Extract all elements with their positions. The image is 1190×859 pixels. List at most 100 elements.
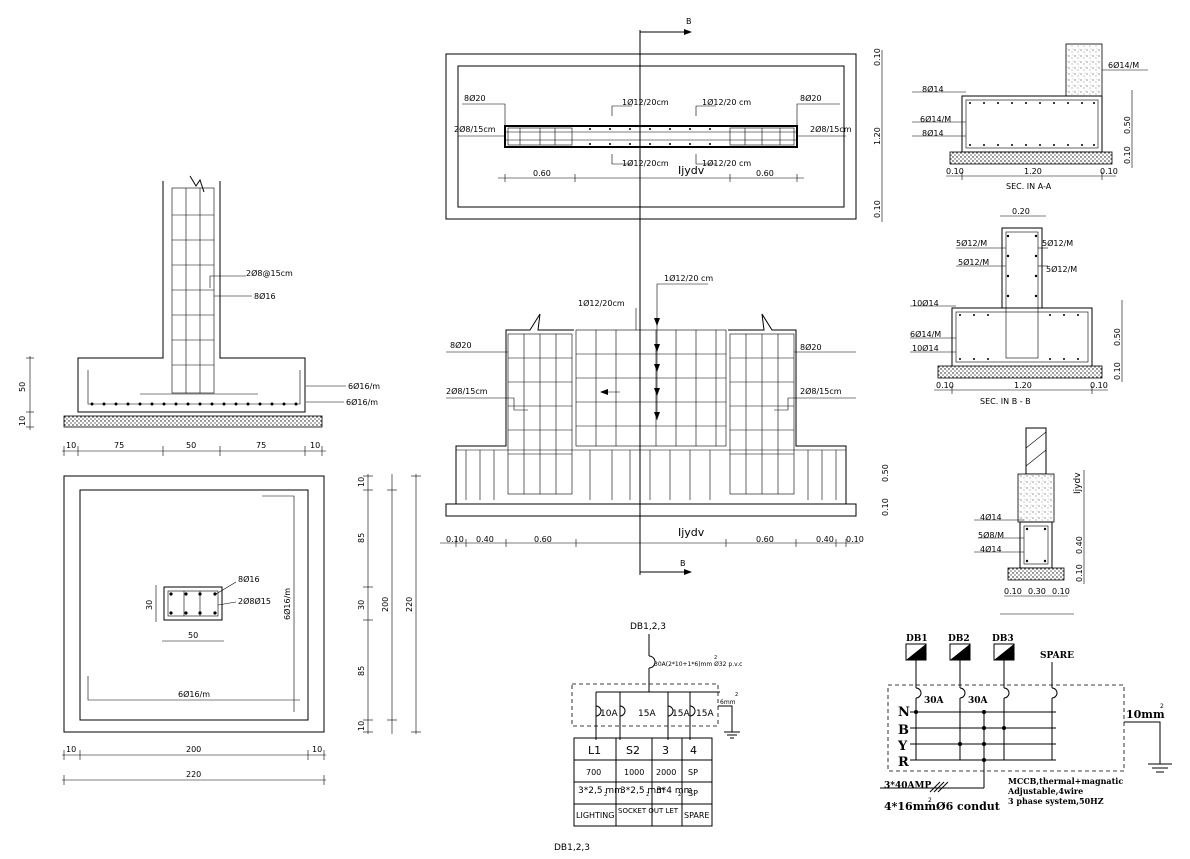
small-a: 4Ø14: [980, 512, 1002, 522]
tbl-h1: L1: [588, 744, 601, 757]
small-vdim-c: 0.40: [1075, 536, 1084, 554]
be-top-b: 1Ø12/20cm: [578, 298, 625, 308]
tbl-r1c1: 700: [586, 768, 601, 777]
be-dim-6: 0.10: [846, 535, 864, 544]
tbl-r1c2: 1000: [624, 768, 644, 777]
plan-label-bars-x: 6Ø16/m: [178, 689, 210, 699]
section-small: 4Ø14 5Ø8/M 4Ø14 Ijydv 0.10 0.30 0.10 0.5…: [881, 427, 1085, 615]
plan-dim-200: 200: [186, 745, 201, 754]
bb-dim-b: 1.20: [1014, 381, 1032, 390]
bb-title: SEC. IN B - B: [980, 397, 1031, 406]
tbl-r1c4: SP: [688, 768, 698, 777]
small-dim-a: 0.10: [1004, 587, 1022, 596]
plan-dim-10a: 10: [66, 745, 76, 754]
be-right-stir: 2Ø8/15cm: [800, 386, 842, 396]
aa-dim-a: 0.10: [946, 167, 964, 176]
db-breaker-4: 15A: [696, 709, 714, 719]
be-left-stir: 2Ø8/15cm: [446, 386, 488, 396]
section-mark-top: B: [686, 17, 692, 26]
blinding-layer: [63, 415, 323, 428]
board-db3: DB3: [992, 634, 1014, 644]
section-mark-bottom: B: [680, 559, 686, 568]
phase-b: B: [898, 723, 909, 738]
plan-rdim-220: 220: [405, 597, 414, 612]
plan-rdim-85a: 85: [357, 533, 366, 543]
column-cage: [171, 187, 215, 394]
section-bb: 0.20 5Ø12/M 5Ø12/M 5Ø12/M 5Ø12/M 10Ø14 6: [910, 207, 1123, 406]
be-top-a: 1Ø12/20 cm: [664, 273, 713, 283]
tbl-r3c2: SOCKET OUT LET: [618, 807, 679, 815]
plan-label-column-bars: 8Ø16: [238, 574, 260, 584]
tbl-r3c1: LIGHTING: [576, 811, 614, 820]
plan-rdim-200: 200: [381, 597, 390, 612]
tbl-r1c3: 2000: [656, 768, 676, 777]
plan-col-height: 30: [145, 600, 154, 610]
bb-width: 0.20: [1012, 207, 1030, 216]
small-caption: Ijydv: [1073, 472, 1083, 494]
small-vdim-d: 0.10: [1075, 564, 1084, 582]
beam-plan: B 8Ø20 8Ø20 2Ø8/15cm 2Ø8/15cm 1Ø12/20cm …: [445, 17, 883, 575]
small-dim-c: 0.10: [1052, 587, 1070, 596]
be-left-bars: 8Ø20: [450, 340, 472, 350]
db-earth-sup: 2: [735, 692, 738, 698]
db-title: DB1,2,3: [630, 622, 666, 632]
bp-top-c1: 1Ø12/20cm: [622, 97, 669, 107]
bb-e: 10Ø14: [912, 298, 939, 308]
bp-top-left: 8Ø20: [464, 93, 486, 103]
tbl-h3: 3: [662, 744, 669, 757]
bp-dim-a: 0.60: [533, 169, 551, 178]
db-table: L1 S2 3 4 700 1000 2000 SP 3*2,5 mm 2 3*…: [573, 737, 713, 827]
plan-rdim-30: 30: [357, 600, 366, 610]
bp-caption: Ijydv: [678, 164, 705, 177]
bp-bot-c2: 1Ø12/20 cm: [702, 158, 751, 168]
bb-dim-a: 0.10: [936, 381, 954, 390]
db-feeder: 30A(2*10+1*6)mm Ø32 p.v.c: [654, 661, 742, 668]
db-feeder-sup: 2: [714, 655, 717, 661]
db-earth: 6mm: [720, 699, 736, 706]
panel-earth-sup: 2: [1160, 703, 1164, 710]
bb-vdim-b: 0.10: [1113, 362, 1122, 380]
plan-col-width: 50: [188, 631, 198, 640]
board-db2: DB2: [948, 634, 970, 644]
dim-v-10: 10: [18, 416, 27, 426]
aa-dim-b: 1.20: [1024, 167, 1042, 176]
plan-dim-220: 220: [186, 770, 201, 779]
aa-vdim-b: 0.10: [1123, 146, 1132, 164]
dim-h-50: 50: [186, 441, 196, 450]
bp-side-dim-b: 1.20: [873, 127, 882, 145]
dim-h-75a: 75: [114, 441, 124, 450]
be-caption: Ijydv: [678, 526, 705, 539]
panel-main: 3*40AMP: [884, 781, 931, 791]
tbl-r3c4: SPARE: [684, 811, 709, 820]
tbl-h4: 4: [690, 744, 697, 757]
db-breaker-2: 15A: [638, 709, 656, 719]
bp-stir-right: 2Ø8/15cm: [810, 124, 852, 134]
dim-h-10a: 10: [66, 441, 76, 450]
aa-top-dots: [969, 102, 1095, 146]
phase-n: N: [898, 705, 910, 720]
bb-a: 5Ø12/M: [956, 238, 987, 248]
phase-y: Y: [897, 739, 908, 754]
be-dim-3: 0.60: [534, 535, 552, 544]
footing-section: 2Ø8@15cm 8Ø16 6Ø16/m 6Ø16/m 50 10 10 75 …: [18, 175, 380, 456]
bp-side-dim-c: 0.10: [873, 200, 882, 218]
bb-c: 5Ø12/M: [958, 257, 989, 267]
small-dim-b: 0.30: [1028, 587, 1046, 596]
label-stirrups: 2Ø8@15cm: [246, 268, 293, 278]
bb-d: 5Ø12/M: [1046, 264, 1077, 274]
section-aa: 6Ø14/M 8Ø14 6Ø14/M 8Ø14 0.10 1.20 0.10 0…: [912, 43, 1148, 191]
aa-title: SEC. IN A-A: [1006, 182, 1052, 191]
dim-h-10b: 10: [310, 441, 320, 450]
panel-breaker-1: 30A: [924, 696, 945, 706]
tbl-r2c1: 3*2,5 mm: [578, 786, 623, 796]
panel-cable: 4*16mmØ6 condut: [884, 800, 1001, 813]
bb-dim-c: 0.10: [1090, 381, 1108, 390]
main-panel: DB1 DB2 DB3 SPARE 30A 30A N B Y R: [880, 634, 1172, 813]
bp-bot-c1: 1Ø12/20cm: [622, 158, 669, 168]
plan-label-stirrups: 2Ø8Ø15: [238, 596, 271, 606]
bb-g: 10Ø14: [912, 343, 939, 353]
small-vdim-b: 0.10: [881, 498, 890, 516]
plan-dim-10b: 10: [312, 745, 322, 754]
panel-note-1: MCCB,thermal+magnatic: [1008, 776, 1123, 786]
bb-vdim-a: 0.50: [1113, 328, 1122, 346]
